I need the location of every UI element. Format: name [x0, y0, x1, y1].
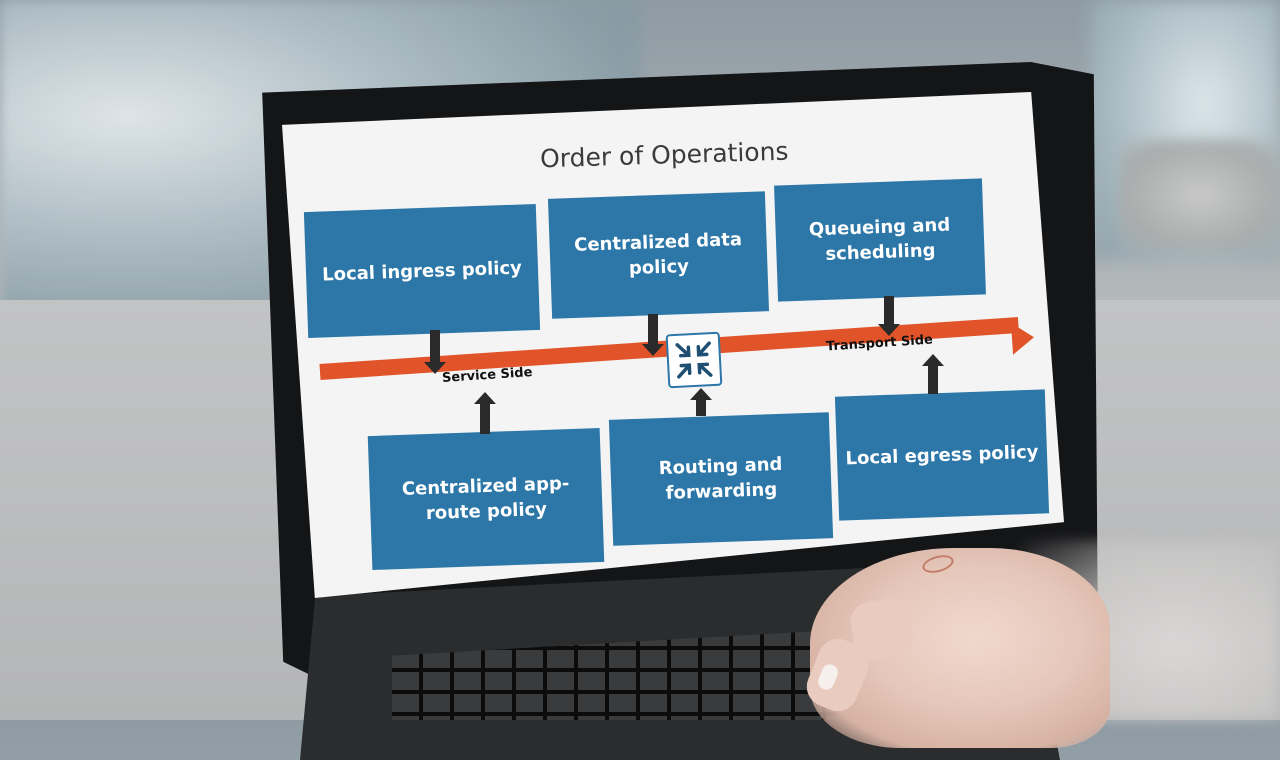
up-arrow-app-route: [474, 392, 496, 434]
queueing-label: Queueing and scheduling: [808, 214, 951, 265]
centralized-app-route-label: Centralized app-route policy: [401, 473, 570, 525]
down-arrow-data: [642, 314, 664, 356]
centralized-app-route-policy-box: Centralized app-route policy: [367, 427, 605, 571]
down-arrow-queueing: [878, 296, 900, 336]
centralized-data-label: Centralized data policy: [573, 229, 743, 280]
side-arrow-head: [1010, 321, 1036, 355]
queueing-scheduling-box: Queueing and scheduling: [774, 178, 986, 302]
local-egress-label: Local egress policy: [845, 441, 1039, 469]
routing-forwarding-box: Routing and forwarding: [608, 412, 834, 546]
routing-forwarding-label: Routing and forwarding: [658, 453, 783, 504]
up-arrow-egress: [922, 354, 944, 394]
router-icon: [665, 331, 723, 389]
local-ingress-label: Local ingress policy: [321, 257, 523, 285]
down-arrow-ingress: [424, 330, 446, 374]
local-egress-policy-box: Local egress policy: [834, 389, 1050, 521]
centralized-data-policy-box: Centralized data policy: [547, 191, 770, 319]
local-ingress-policy-box: Local ingress policy: [303, 203, 541, 339]
up-arrow-routing: [690, 388, 712, 416]
background-chair: [1120, 140, 1280, 250]
